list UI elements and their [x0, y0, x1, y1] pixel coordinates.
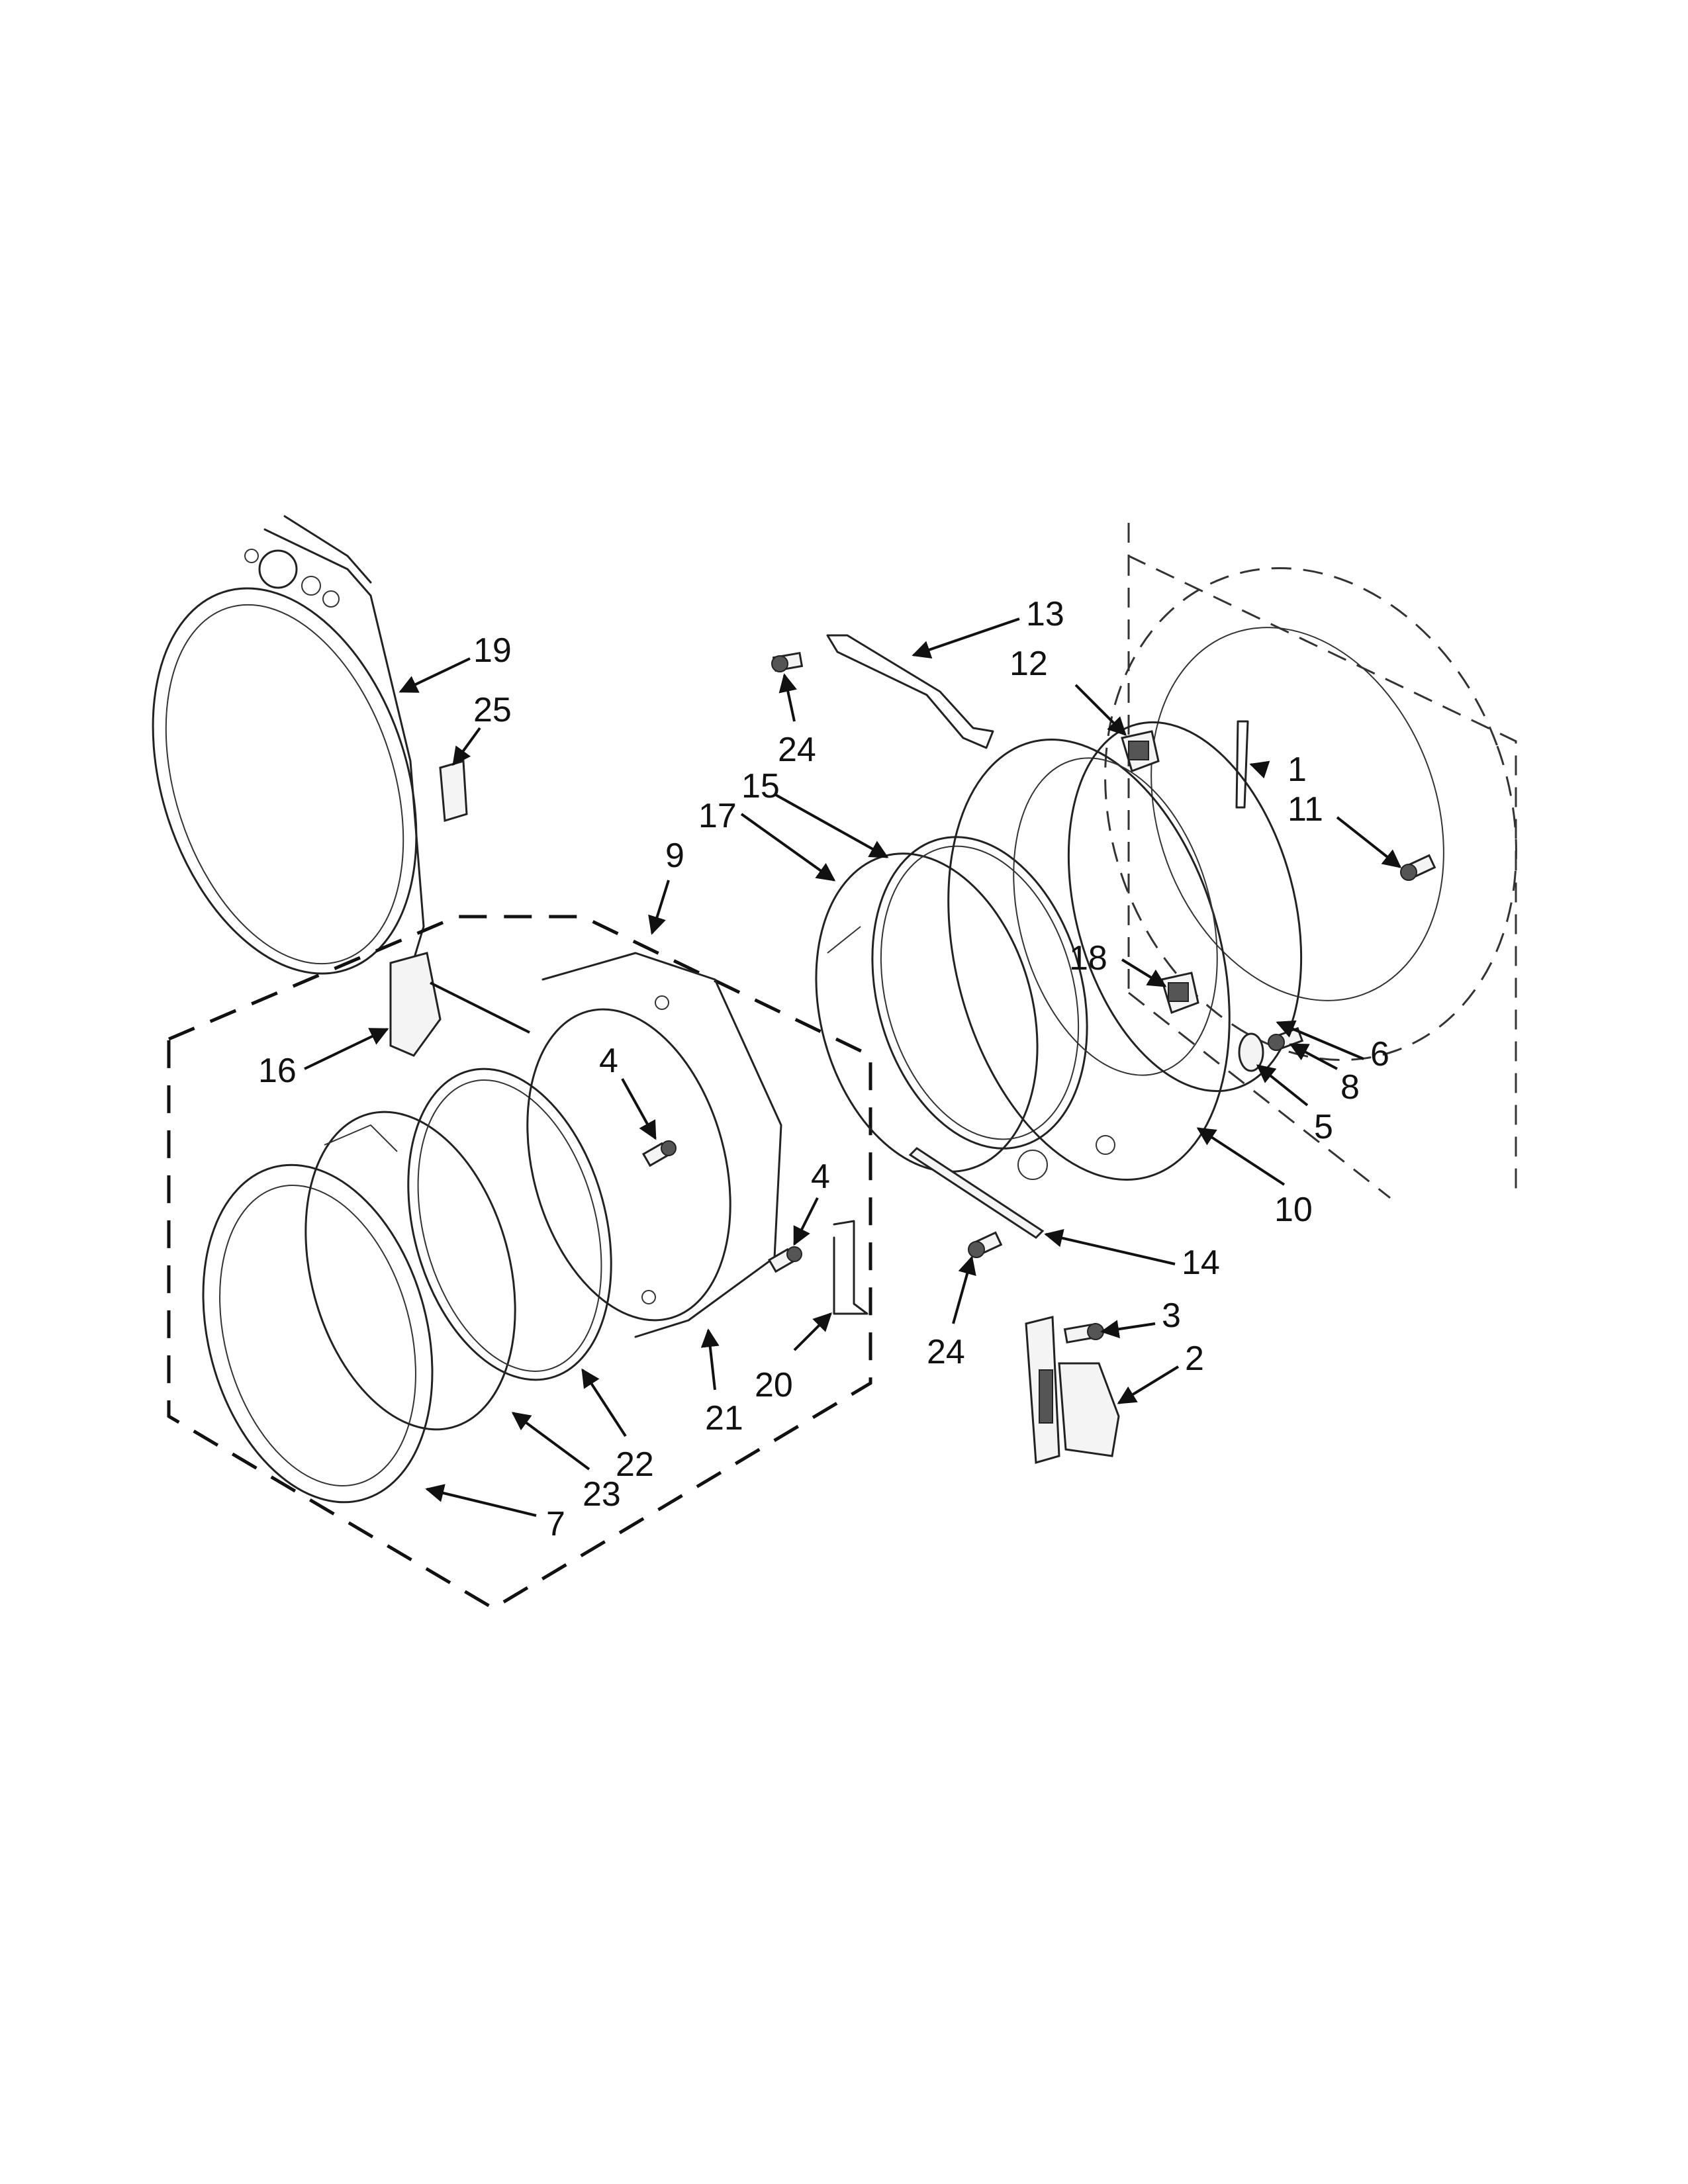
part-7-door-ring: [202, 1163, 434, 1504]
part-3-screw: [1063, 1323, 1104, 1344]
callout-1: 1: [1288, 751, 1307, 789]
callout-16: 16: [258, 1052, 297, 1090]
part-18-latch: [1160, 972, 1199, 1014]
part-12-latch: [1121, 730, 1160, 772]
callout-17: 17: [698, 797, 737, 835]
callout-4a: 4: [599, 1042, 618, 1080]
callout-6: 6: [1370, 1035, 1389, 1073]
part-23-inner-frame: [305, 1111, 516, 1431]
callout-9: 9: [665, 837, 684, 875]
callout-labels: 1 2 3 4 4 5 6 7 8 9 10 11 12 13 14 15 16…: [258, 595, 1389, 1543]
callout-2: 2: [1185, 1340, 1204, 1378]
callout-14: 14: [1182, 1244, 1220, 1282]
callout-19: 19: [473, 631, 512, 670]
callout-22: 22: [616, 1445, 654, 1484]
callout-11: 11: [1288, 790, 1323, 829]
callout-21: 21: [705, 1399, 743, 1437]
part-6-door-gasket: [1067, 721, 1303, 1093]
part-4-screw-a: [641, 1140, 677, 1167]
part-22-seal-ring: [407, 1068, 612, 1381]
callout-8: 8: [1340, 1068, 1360, 1107]
part-1-strip: [1235, 720, 1249, 809]
part-14-strip: [908, 1147, 1045, 1239]
callout-23: 23: [583, 1475, 621, 1514]
callout-13: 13: [1026, 595, 1064, 633]
part-25-clip: [439, 760, 468, 822]
part-15-gasket: [871, 836, 1088, 1150]
part-24-screw-b: [968, 1231, 1003, 1258]
part-11-screw: [1400, 854, 1436, 881]
callout-18: 18: [1069, 939, 1107, 978]
part-20-bracket: [833, 1220, 868, 1315]
callout-15: 15: [741, 767, 780, 805]
callout-24b: 24: [927, 1333, 965, 1371]
part-16-hinge-cover: [389, 952, 442, 1057]
part-2-hinge: [1025, 1316, 1120, 1464]
callout-5: 5: [1314, 1108, 1333, 1146]
part-13-bar: [826, 634, 994, 749]
part-19-bulkhead-ring: [152, 515, 425, 994]
callout-10: 10: [1274, 1191, 1313, 1229]
leader-lines: [304, 617, 1402, 1517]
cabinet-outline: [1104, 523, 1517, 1199]
part-10-front-panel: [947, 739, 1231, 1181]
part-21-door-bowl: [526, 952, 782, 1338]
callout-12: 12: [1009, 645, 1048, 683]
callout-7: 7: [546, 1505, 565, 1543]
callout-24a: 24: [778, 731, 816, 769]
callout-20: 20: [755, 1366, 793, 1404]
callout-4b: 4: [811, 1158, 830, 1196]
part-24-screw-a: [771, 651, 804, 672]
callout-25: 25: [473, 691, 512, 729]
callout-3: 3: [1162, 1297, 1181, 1335]
door-assembly-boundary: [167, 915, 872, 1610]
part-4-screw-b: [767, 1246, 802, 1273]
part-17-glass: [815, 852, 1039, 1173]
part-5-washer: [1238, 1032, 1264, 1072]
